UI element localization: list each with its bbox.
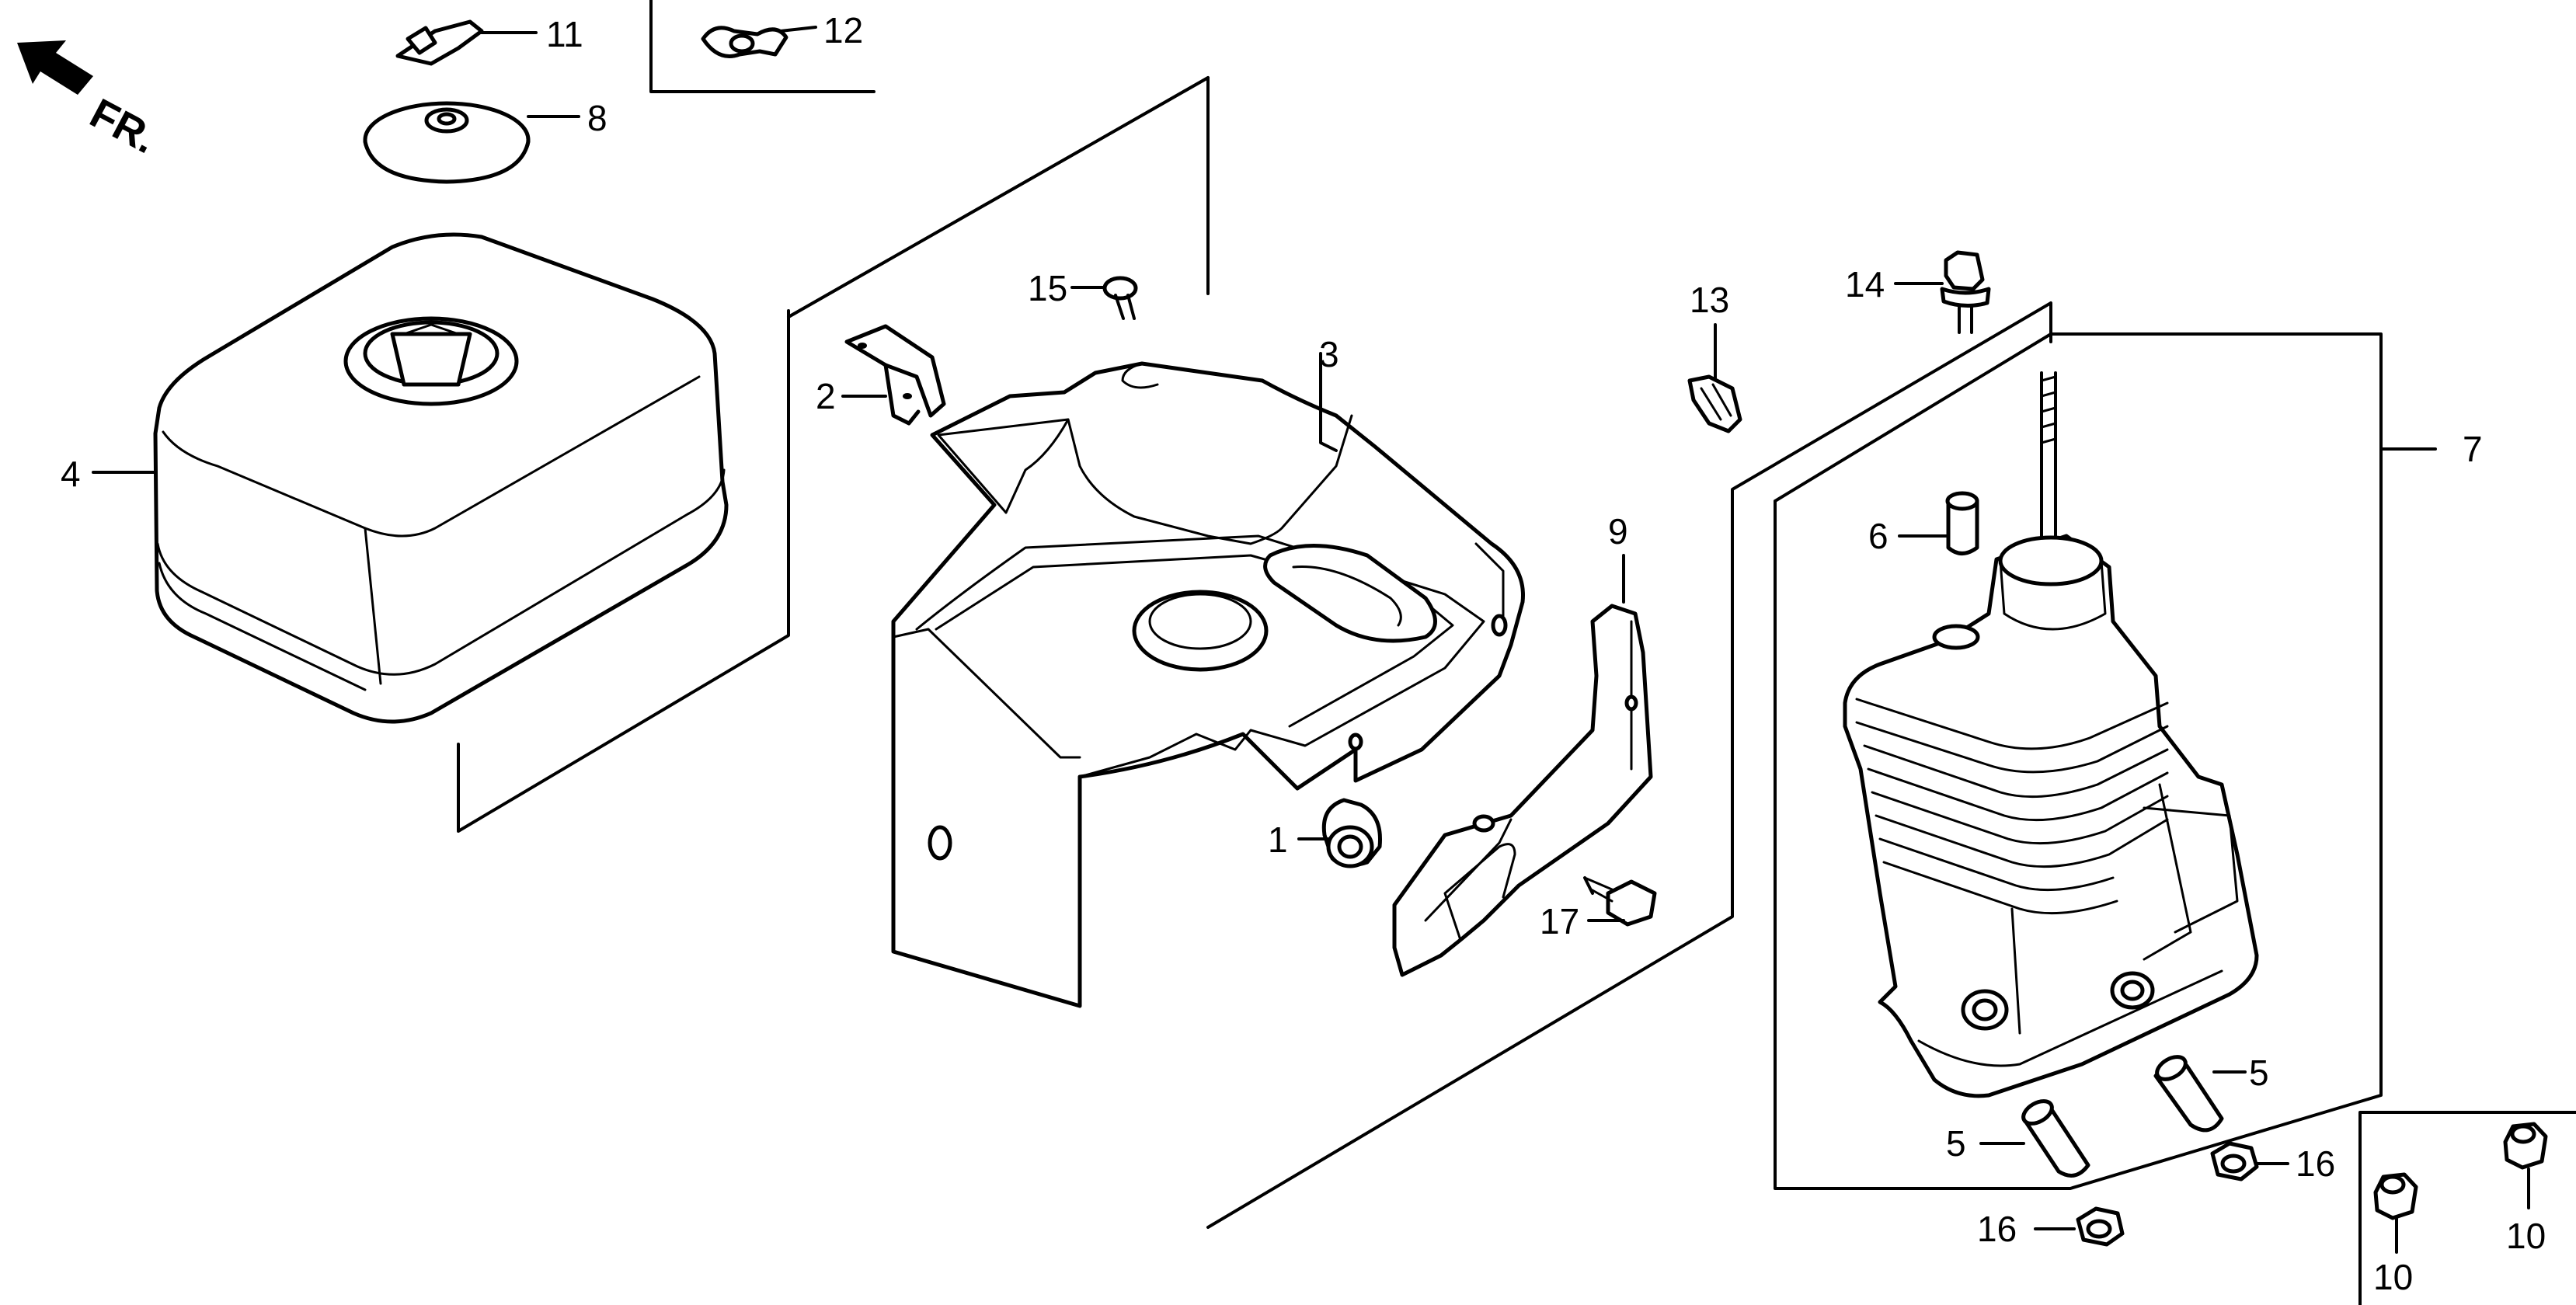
callout-15: 15 [1028, 268, 1067, 308]
part-11-clip [395, 19, 538, 66]
callout-10b: 10 [2506, 1216, 2546, 1256]
part-13-breather [1687, 323, 1742, 433]
callout-7: 7 [2463, 429, 2483, 469]
callout-6: 6 [1868, 516, 1888, 556]
part-10-nut-a [2373, 1172, 2418, 1254]
part-3-housing [891, 352, 1525, 1008]
callout-8: 8 [587, 98, 607, 138]
callout-4: 4 [61, 454, 81, 494]
part-4-cover [92, 232, 729, 724]
callout-16a: 16 [2296, 1143, 2335, 1184]
callout-13: 13 [1690, 280, 1729, 320]
callout-11: 11 [546, 14, 583, 54]
part-8-cap [363, 101, 580, 184]
part-9-shield [1392, 554, 1653, 977]
callout-1: 1 [1268, 820, 1288, 860]
callout-9: 9 [1608, 511, 1628, 552]
part-5-sleeve-left [1979, 1099, 2090, 1178]
assembly-outline-center [787, 76, 1210, 318]
part-7-case [1843, 371, 2259, 1098]
callout-10a: 10 [2373, 1257, 2413, 1297]
part-1-grommet [1297, 798, 1382, 868]
assembly-outline-right [1206, 301, 2437, 1229]
callout-17: 17 [1540, 901, 1579, 941]
callout-5a: 5 [2249, 1053, 2269, 1093]
callout-12: 12 [823, 10, 863, 50]
part-14-bolt [1894, 250, 1991, 334]
callout-16b: 16 [1977, 1209, 2017, 1249]
part-17-bolt [1583, 876, 1657, 927]
part-10-bracket [2358, 1111, 2576, 1305]
part-12-wing-nut [701, 26, 817, 58]
callout-2: 2 [816, 376, 836, 416]
part-12-bracket [649, 0, 875, 93]
callout-5b: 5 [1946, 1123, 1966, 1164]
part-15-screw [1070, 276, 1138, 320]
callout-14: 14 [1845, 264, 1885, 304]
front-direction-arrow: FR. [17, 40, 164, 162]
part-10-nut-b [2503, 1122, 2548, 1209]
part-5-sleeve-right [2153, 1055, 2247, 1133]
front-label: FR. [82, 90, 164, 163]
part-16-nut-b [2034, 1206, 2125, 1247]
part-6-collar [1898, 491, 1979, 555]
callout-3: 3 [1319, 334, 1339, 374]
part-16-nut-a [2210, 1141, 2289, 1181]
part-2-bracket [841, 324, 946, 426]
